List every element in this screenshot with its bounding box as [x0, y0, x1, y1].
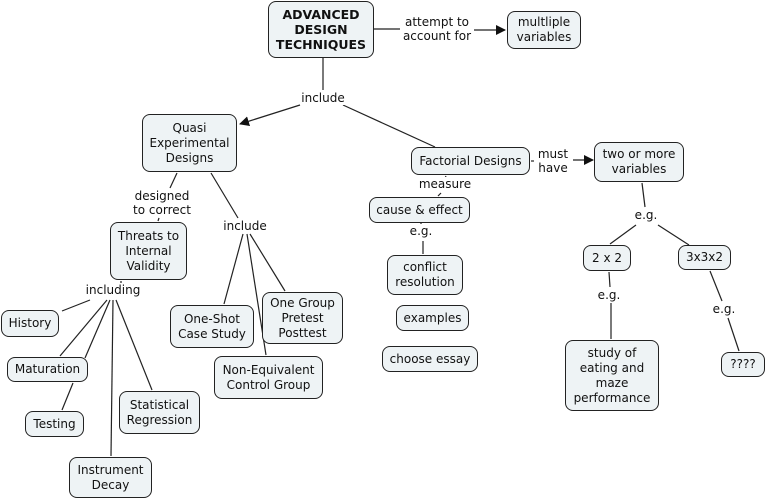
line-include2-oneshot [223, 233, 244, 305]
line-two-eg [641, 182, 646, 208]
concept-2x2[interactable]: 2 x 2 [583, 245, 631, 271]
line-including-history [61, 299, 91, 312]
line-including-instrument [110, 299, 114, 457]
link-label-eg-two: e.g. [633, 208, 659, 222]
concept-multiple-variables[interactable]: multliple variables [507, 11, 581, 49]
concept-maturation[interactable]: Maturation [7, 357, 88, 382]
link-label-including: including [84, 283, 142, 297]
concept-unknown[interactable]: ???? [721, 352, 765, 377]
concept-3x3x2[interactable]: 3x3x2 [678, 245, 731, 270]
concept-history[interactable]: History [1, 310, 59, 337]
line-including-testing [84, 299, 111, 359]
concept-one-shot-case-study[interactable]: One-Shot Case Study [170, 305, 254, 348]
concept-study-eating-maze[interactable]: study of eating and maze performance [565, 340, 659, 411]
line-including-stat [115, 299, 153, 391]
line-quasi-include2 [210, 172, 239, 219]
concept-factorial-designs[interactable]: Factorial Designs [411, 147, 530, 175]
concept-quasi-experimental-designs[interactable]: Quasi Experimental Designs [142, 114, 237, 172]
concept-instrument-decay[interactable]: Instrument Decay [69, 457, 152, 498]
link-label-eg-2x2: e.g. [596, 288, 622, 302]
line-include-factorial [342, 104, 436, 148]
line-quasi-designed [169, 172, 178, 189]
link-label-designed-to-correct: designed to correct [132, 189, 192, 217]
line-include-quasi [239, 104, 301, 127]
concept-testing[interactable]: Testing [25, 411, 84, 437]
concept-one-group-pretest-posttest[interactable]: One Group Pretest Posttest [262, 292, 343, 344]
concept-choose-essay[interactable]: choose essay [382, 346, 478, 372]
link-label-include-quasi: include [222, 219, 268, 233]
line-include2-onegroup [249, 233, 286, 292]
line-eg-2x2 [609, 224, 637, 245]
link-label-eg-cause: e.g. [408, 224, 434, 238]
line-designed-threats [157, 217, 160, 222]
link-label-attempt-to-account-for: attempt to account for [401, 15, 473, 43]
link-label-must-have: must have [536, 147, 570, 175]
link-label-measure: measure [417, 177, 473, 191]
link-label-eg-3x3x2: e.g. [711, 302, 737, 316]
line-maturation-testing [61, 382, 74, 411]
line-2x2-eg [608, 271, 611, 288]
line-eg-332 [657, 224, 690, 246]
concept-threats-internal-validity[interactable]: Threats to Internal Validity [110, 222, 187, 280]
concept-two-or-more-variables[interactable]: two or more variables [594, 142, 684, 182]
concept-conflict-resolution[interactable]: conflict resolution [387, 255, 463, 295]
line-including-maturation [59, 299, 108, 357]
line-eg-unknown [727, 317, 740, 352]
link-label-include-top: include [300, 91, 346, 105]
concept-cause-effect[interactable]: cause & effect [369, 197, 470, 223]
concept-statistical-regression[interactable]: Statistical Regression [119, 391, 200, 434]
concept-non-equivalent-control-group[interactable]: Non-Equivalent Control Group [214, 356, 323, 399]
line-measure-cause [437, 192, 442, 197]
line-332-eg [709, 270, 723, 302]
concept-examples[interactable]: examples [396, 305, 469, 331]
concept-advanced-design-techniques[interactable]: ADVANCED DESIGN TECHNIQUES [268, 1, 374, 58]
